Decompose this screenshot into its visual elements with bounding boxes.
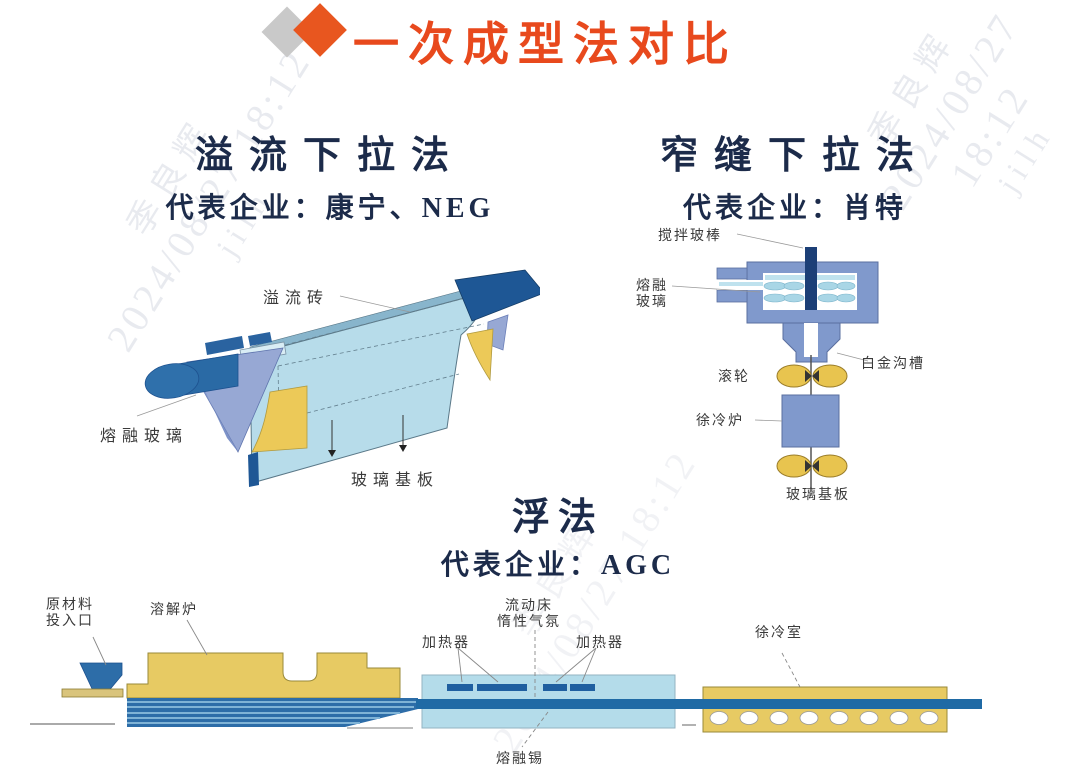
fluid-bed-label: 流动床 惰性气氛 bbox=[497, 597, 561, 629]
slot-glass-substrate-label: 玻璃基板 bbox=[786, 486, 850, 502]
leader-lines bbox=[92, 619, 801, 748]
glass-ribbon bbox=[416, 699, 982, 709]
leader-lines bbox=[136, 295, 411, 417]
inlet-arm-top bbox=[716, 267, 748, 280]
slot-gap bbox=[804, 323, 818, 357]
feed-pipe-cap bbox=[144, 363, 200, 399]
stir-rod bbox=[805, 247, 817, 310]
raw-material-inlet-label: 原材料 投入口 bbox=[46, 596, 94, 628]
slot-companies: 代表企业：肖特 bbox=[682, 193, 907, 224]
left-navy-strip bbox=[248, 452, 259, 487]
slot-molten-glass-label: 熔融 玻璃 bbox=[636, 277, 668, 309]
float-companies: 代表企业：AGC bbox=[440, 550, 676, 581]
glass-layer-stripes bbox=[127, 701, 418, 724]
rollers-label: 滚轮 bbox=[718, 368, 750, 384]
annealing-furnace bbox=[781, 394, 840, 448]
stir-rod-label: 搅拌玻棒 bbox=[658, 227, 722, 243]
slot-diagram bbox=[671, 233, 879, 490]
heaters bbox=[447, 684, 595, 691]
overflow-diagram bbox=[136, 269, 540, 487]
molten-glass-swirls bbox=[763, 281, 856, 303]
page-title: 一次成型法对比 bbox=[353, 18, 738, 70]
heater-right-label: 加热器 bbox=[576, 634, 624, 650]
platinum-groove-label: 白金沟槽 bbox=[861, 355, 925, 371]
slot-heading: 窄缝下拉法 bbox=[659, 135, 930, 177]
cooling-chamber bbox=[702, 686, 948, 733]
cooling-chamber-label: 徐冷室 bbox=[755, 624, 803, 640]
trough-block-2 bbox=[248, 332, 272, 346]
chamber-rollers bbox=[709, 711, 939, 725]
float-diagram bbox=[30, 619, 982, 748]
molten-tin-label: 熔融锡 bbox=[496, 750, 544, 766]
orange-diamond-icon bbox=[293, 3, 347, 57]
glass-substrate-label: 玻璃基板 bbox=[351, 472, 440, 489]
rollers-top bbox=[776, 364, 848, 388]
draw-direction-arrows bbox=[331, 415, 404, 450]
right-navy-block bbox=[454, 269, 540, 322]
melting-furnace-label: 溶解炉 bbox=[150, 601, 198, 617]
leader-lines bbox=[671, 233, 869, 422]
molten-glass-label: 熔融玻璃 bbox=[100, 428, 189, 445]
overflow-companies: 代表企业：康宁、NEG bbox=[165, 193, 495, 224]
float-heading: 浮法 bbox=[511, 497, 604, 539]
overflow-brick-label: 溢流砖 bbox=[263, 290, 330, 307]
heater-left-label: 加热器 bbox=[422, 634, 470, 650]
annealing-furnace-label: 徐冷炉 bbox=[696, 412, 744, 428]
sheet-dashed-lines bbox=[257, 293, 485, 421]
right-yellow-wedge bbox=[466, 328, 494, 382]
rollers-bottom bbox=[776, 454, 848, 478]
left-yellow-wedge bbox=[251, 385, 308, 453]
overflow-heading: 溢流下拉法 bbox=[194, 135, 465, 177]
trough-block-1 bbox=[205, 336, 244, 355]
inlet-platform bbox=[61, 688, 124, 698]
melting-furnace bbox=[126, 652, 401, 699]
inlet-funnel bbox=[79, 662, 123, 694]
inlet-arm-bottom bbox=[716, 289, 748, 303]
